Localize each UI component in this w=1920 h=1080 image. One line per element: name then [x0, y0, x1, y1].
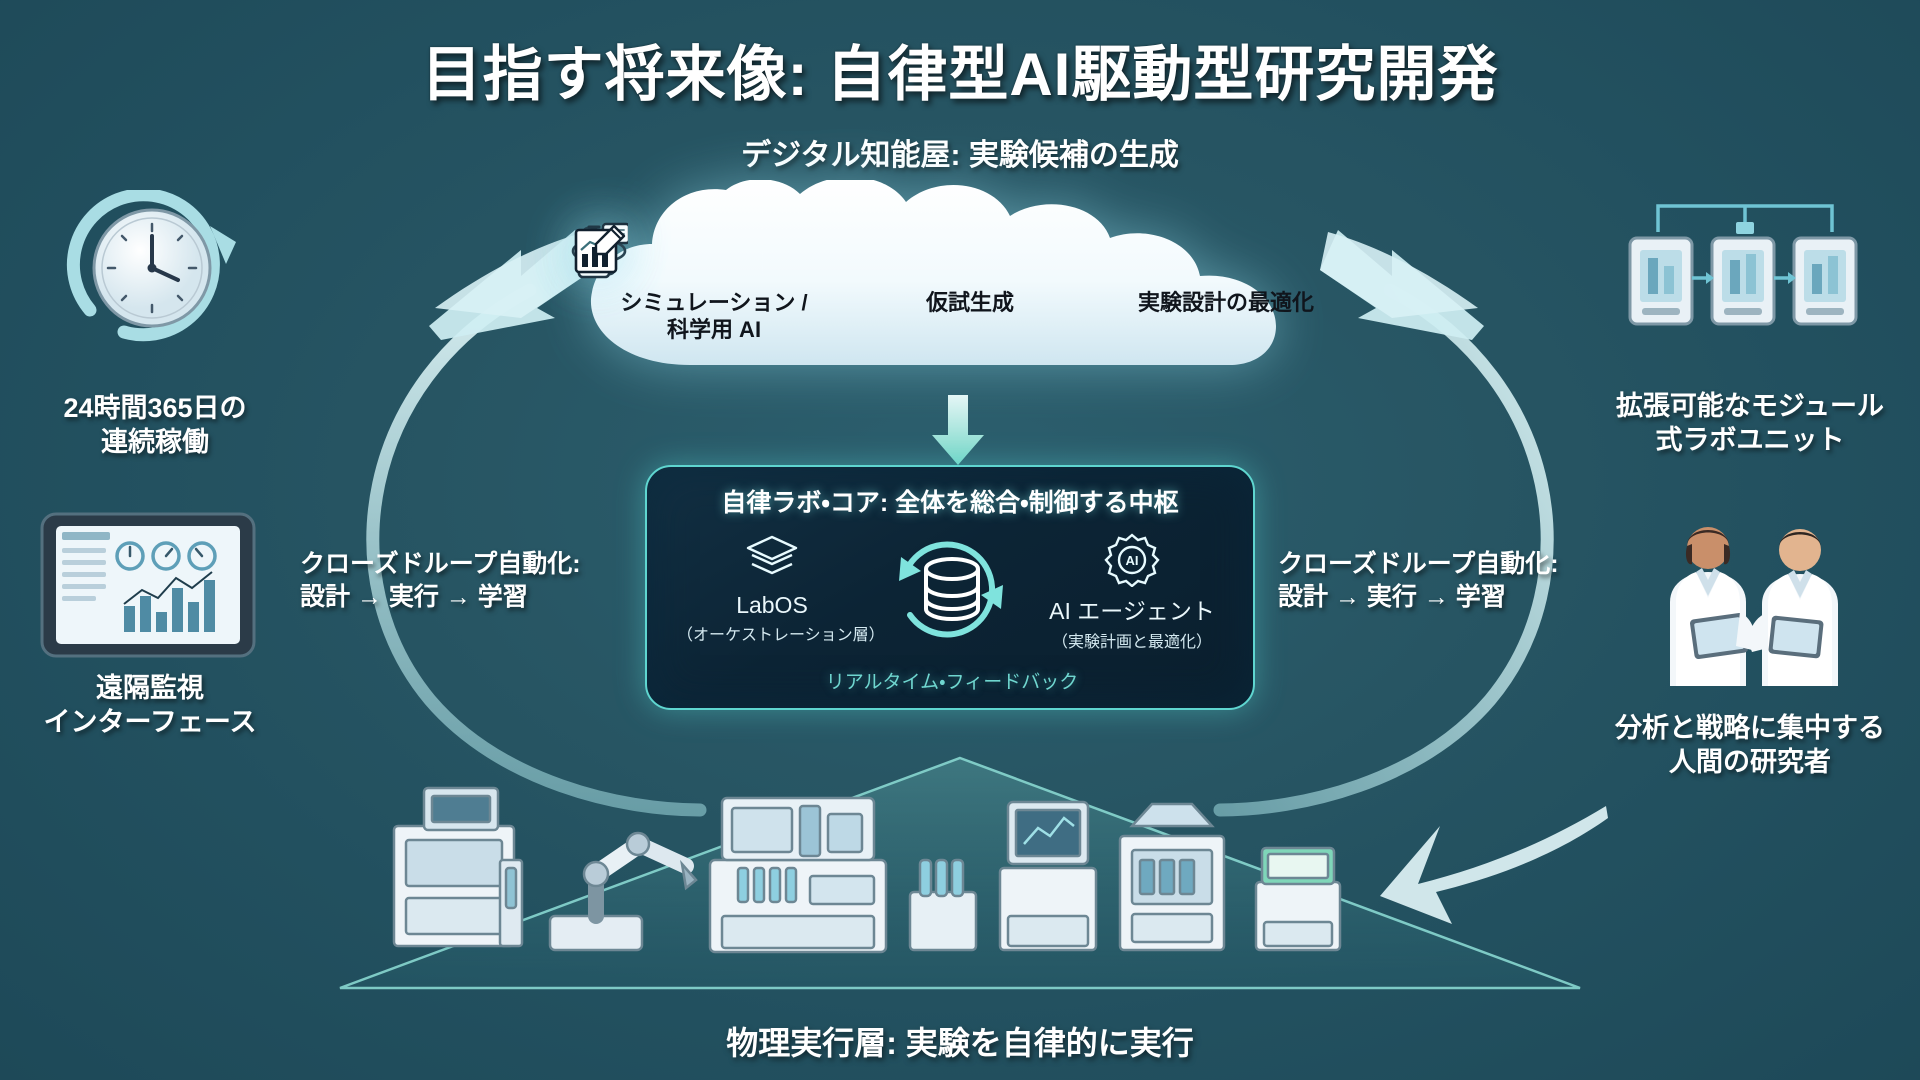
layers-icon — [677, 529, 867, 589]
cloud-capability-list: シミュレーション / 科学用 AI 仮試生成 — [570, 222, 1370, 344]
core-component-sub: （実験計画と最適化） — [1051, 634, 1212, 651]
autonomous-lab-core-box: 自律ラボ・コア: 全体を総合・制御する中枢 LabOS （オーケストレーション層… — [645, 465, 1255, 710]
page-title: 目指す将来像: 自律型AI駆動型研究開発 — [421, 41, 1499, 108]
cloud-heading: デジタル知能屋: 実験候補の生成 — [741, 139, 1179, 172]
core-component-labos[interactable]: LabOS （オーケストレーション層） — [677, 529, 885, 645]
core-components-row: LabOS （オーケストレーション層） — [647, 529, 1257, 669]
cloud-item-label: 仮試生成 — [925, 290, 1014, 315]
cloud-item-hypothesis[interactable]: 仮試生成 — [577, 222, 1075, 317]
cloud-item-simulation[interactable]: シミュレーション / 科学用 AI — [571, 222, 819, 344]
digital-brain-cloud: シミュレーション / 科学用 AI 仮試生成 — [570, 180, 1370, 375]
arrow-cloud-to-core — [932, 395, 984, 465]
arrow-to-lab-floor — [1380, 806, 1608, 924]
clock-24-7-icon — [66, 190, 236, 342]
ai-gear-icon: AI — [1037, 529, 1227, 589]
core-component-ai-agent[interactable]: AI AI エージェント （実験計画と最適化） — [1037, 529, 1227, 652]
core-component-sub: （オーケストレーション層） — [677, 627, 885, 644]
cloud-item-label: シミュレーション / 科学用 AI — [620, 290, 808, 342]
remote-monitoring-tablet-icon[interactable] — [38, 510, 258, 660]
core-component-name: LabOS — [736, 592, 808, 618]
caption-human-researchers: 分析と戦略に集中する 人間の研究者 — [1615, 713, 1885, 777]
loop-label-right: クローズドループ自動化: 設計 → 実行 → 学習 — [1278, 550, 1559, 611]
svg-text:AI: AI — [1126, 553, 1139, 568]
flask-chat-icon — [577, 222, 1075, 286]
chart-edit-icon — [574, 222, 1331, 286]
closed-loop-arrows — [366, 283, 1554, 817]
core-component-name: AI エージェント — [1049, 598, 1215, 624]
loop-label-left: クローズドループ自動化: 設計 → 実行 → 学習 — [300, 550, 581, 611]
cloud-item-doe[interactable]: 実験設計の最適化 — [574, 222, 1331, 317]
human-researchers-icon — [1670, 527, 1838, 686]
arrow-into-cloud-right — [1320, 230, 1484, 340]
database-cycle-icon — [899, 541, 1003, 638]
atom-icon — [571, 222, 819, 286]
caption-remote-monitoring: 遠隔監視 インターフェース — [43, 673, 257, 737]
caption-24-7: 24時間365日の 連続稼働 — [63, 393, 247, 457]
bottom-caption: 物理実行層: 実験を自律的に実行 — [726, 1025, 1194, 1061]
core-component-database — [867, 529, 1037, 651]
arrow-into-cloud-left — [429, 230, 593, 340]
modular-lab-units-icon — [1628, 204, 1858, 326]
realtime-feedback-label: リアルタイム・フィードバック — [825, 672, 1079, 693]
core-title: 自律ラボ・コア: 全体を総合・制御する中枢 — [721, 489, 1179, 517]
physical-lab-equipment — [392, 786, 1342, 954]
cloud-item-label: 実験設計の最適化 — [1137, 290, 1314, 315]
caption-modular-units: 拡張可能なモジュール 式ラボユニット — [1615, 391, 1885, 455]
